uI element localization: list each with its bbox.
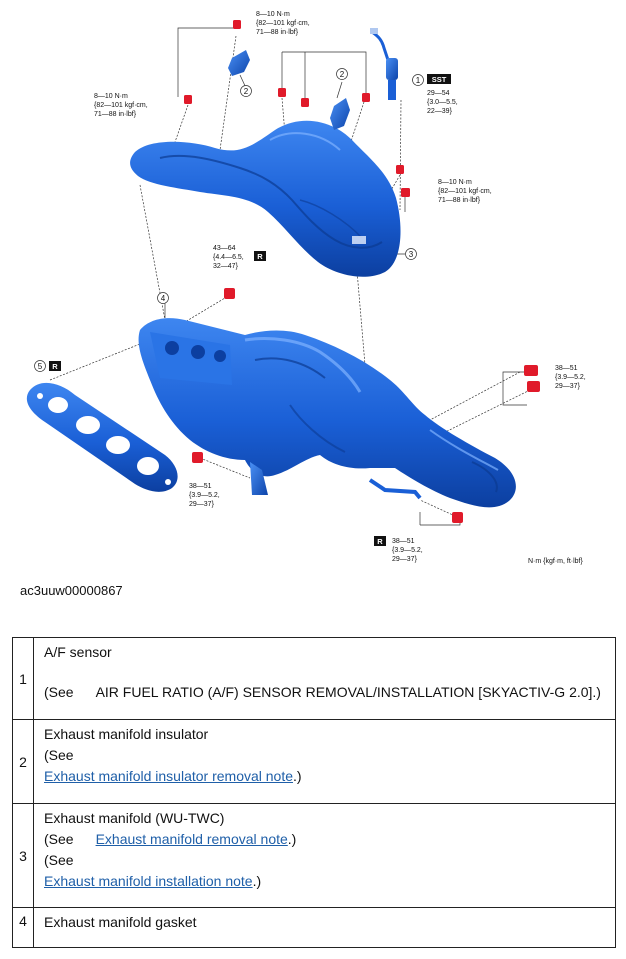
table-row: 1 A/F sensor (See AIR FUEL RATIO (A/F) SE… <box>12 637 616 720</box>
torque-right-3: 71—88 in·lbf} <box>438 197 481 204</box>
sst-tag: SST <box>432 75 447 84</box>
torque-nut-left-3: 29—37} <box>189 501 215 508</box>
torque-left-2: {82—101 kgf·cm, <box>94 102 148 109</box>
callout-5: 5 <box>38 362 43 371</box>
torque-top-3: 71—88 in·lbf} <box>256 29 299 36</box>
torque-nut-bottom-2: {3.9—5.2, <box>392 547 423 554</box>
bolt-top <box>233 20 241 29</box>
part-description: Exhaust manifold insulator (See Exhaust … <box>33 719 616 804</box>
see-suffix-2: .) <box>252 873 262 889</box>
callout-2-right: 2 <box>340 70 345 79</box>
torque-left-3: 71—88 in·lbf} <box>94 111 137 118</box>
part-number: 2 <box>12 719 34 804</box>
torque-nut-right-2: {3.9—5.2, <box>555 374 586 381</box>
torque-sensor-3: 22—39} <box>427 108 453 115</box>
bolt-left <box>184 95 192 104</box>
table-row: 4 Exhaust manifold gasket <box>12 907 616 948</box>
see-prefix-2: (See <box>44 852 74 868</box>
nut-bottom <box>452 512 463 523</box>
see-prefix: (See <box>44 684 74 700</box>
torque-sensor-1: 29—54 <box>427 90 450 97</box>
torque-nut-left-2: {3.9—5.2, <box>189 492 220 499</box>
see-reference: (See AIR FUEL RATIO (A/F) SENSOR REMOVAL/… <box>44 682 609 703</box>
see-text: AIR FUEL RATIO (A/F) SENSOR REMOVAL/INST… <box>95 684 593 700</box>
exploded-diagram: 2 2 1 3 4 5 SST R R R 8—10 N·m {82—101 k… <box>26 11 586 565</box>
torque-stud-3: 32—47} <box>213 263 239 270</box>
figure-caption: ac3uuw00000867 <box>20 583 123 598</box>
af-sensor <box>370 28 398 100</box>
insulator-removal-note-link[interactable]: Exhaust manifold insulator removal note <box>44 768 294 784</box>
insulator-bracket-left <box>228 50 250 76</box>
callout-3: 3 <box>409 250 414 259</box>
nut-left <box>192 452 203 463</box>
part-name: Exhaust manifold (WU-TWC) <box>44 810 225 826</box>
exhaust-manifold <box>138 318 516 508</box>
part-number: 1 <box>12 637 34 720</box>
units-legend: N·m {kgf·m, ft·lbf} <box>528 558 584 565</box>
nut-right-2 <box>527 381 540 392</box>
bolt-right-2 <box>401 188 410 197</box>
torque-left-1: 8—10 N·m <box>94 93 128 100</box>
manifold-removal-note-link[interactable]: Exhaust manifold removal note <box>95 831 288 847</box>
bolt-mid-3 <box>362 93 370 102</box>
fasteners <box>184 20 540 523</box>
see-prefix: (See <box>44 747 74 763</box>
table-row: 2 Exhaust manifold insulator (See Exhaus… <box>12 719 616 804</box>
torque-top-2: {82—101 kgf·cm, <box>256 20 310 27</box>
r-tag-gasket: R <box>52 362 58 371</box>
see-suffix: .) <box>592 684 601 700</box>
part-number: 3 <box>12 803 34 908</box>
callout-4: 4 <box>161 294 166 303</box>
torque-stud-1: 43—64 <box>213 245 236 252</box>
manifold-installation-note-link[interactable]: Exhaust manifold installation note <box>44 873 253 889</box>
bolt-right-1 <box>396 165 404 174</box>
torque-right-1: 8—10 N·m <box>438 179 472 186</box>
see-suffix: .) <box>293 768 302 784</box>
torque-nut-right-3: 29—37} <box>555 383 581 390</box>
tags: SST R R R <box>49 74 451 546</box>
parts-table: 1 A/F sensor (See AIR FUEL RATIO (A/F) SE… <box>12 637 616 948</box>
part-number: 4 <box>12 907 34 948</box>
torque-labels: 8—10 N·m {82—101 kgf·cm, 71—88 in·lbf} 8… <box>94 11 586 565</box>
callout-numbers: 2 2 1 3 4 5 <box>34 68 424 372</box>
torque-top-1: 8—10 N·m <box>256 11 290 18</box>
r-tag-nut: R <box>377 537 383 546</box>
r-tag-stud: R <box>257 252 263 261</box>
part-name: A/F sensor <box>44 644 112 660</box>
part-name: Exhaust manifold insulator <box>44 726 209 742</box>
exhaust-manifold-insulator <box>130 120 401 277</box>
bolt-mid-2 <box>301 98 309 107</box>
stud-bolt <box>224 288 235 299</box>
torque-nut-bottom-3: 29—37} <box>392 556 418 563</box>
torque-nut-bottom-1: 38—51 <box>392 538 415 545</box>
torque-right-2: {82—101 kgf·cm, <box>438 188 492 195</box>
part-description: Exhaust manifold gasket <box>33 907 616 948</box>
see-prefix: (See <box>44 831 74 847</box>
torque-nut-right-1: 38—51 <box>555 365 578 372</box>
torque-stud-2: {4.4—6.5, <box>213 254 244 261</box>
part-name: Exhaust manifold gasket <box>44 914 197 930</box>
nut-right-1 <box>524 365 538 376</box>
part-description: A/F sensor (See AIR FUEL RATIO (A/F) SENS… <box>33 637 616 720</box>
callout-1: 1 <box>416 76 421 85</box>
callout-2-left: 2 <box>244 87 249 96</box>
exhaust-manifold-gasket <box>26 382 178 492</box>
see-suffix: .) <box>287 831 297 847</box>
torque-sensor-2: {3.0—5.5, <box>427 99 458 106</box>
torque-nut-left-1: 38—51 <box>189 483 212 490</box>
bolt-mid-1 <box>278 88 286 97</box>
insulator-bracket-right <box>330 98 350 130</box>
